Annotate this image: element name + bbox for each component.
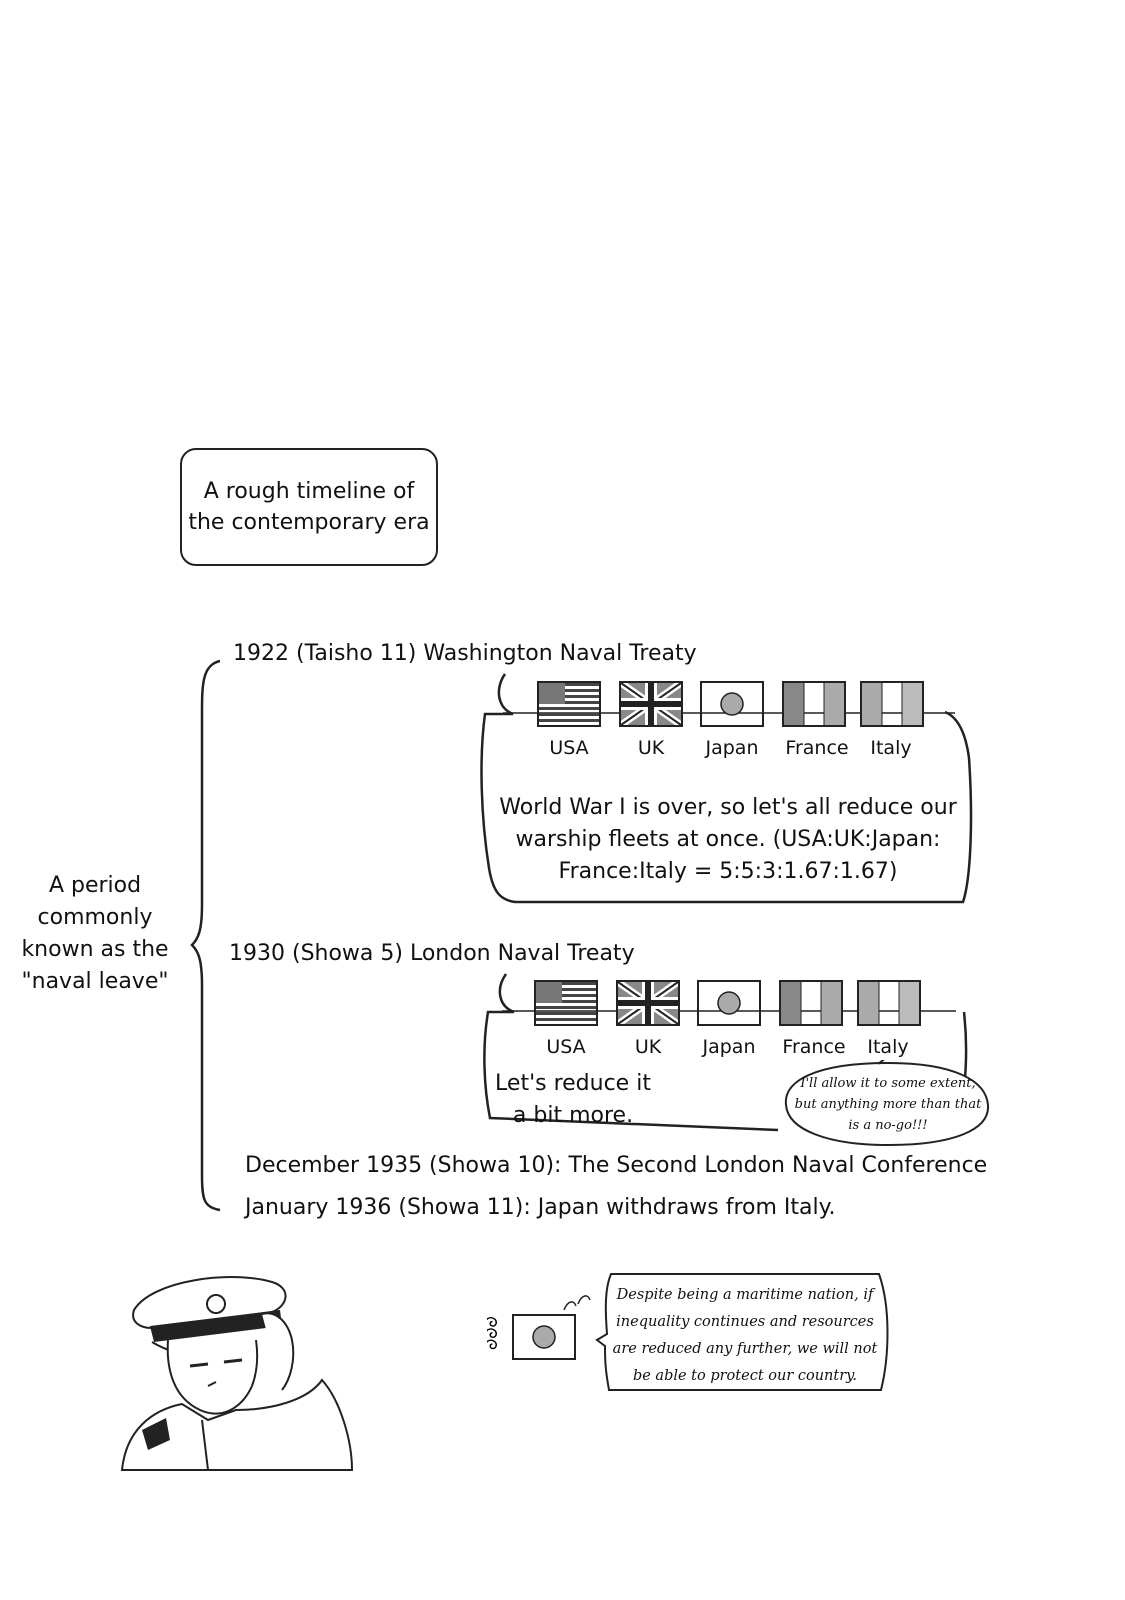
japan-label: Japan <box>705 737 759 759</box>
japan-flag-icon <box>512 1314 576 1360</box>
usa-label: USA <box>549 737 589 759</box>
title-line-1: A rough timeline of <box>203 479 415 504</box>
period-line-3: known as the <box>21 937 169 962</box>
sweat-marks: ᘐᘐᘐ <box>482 1300 587 1375</box>
uk-label: UK <box>634 1036 662 1058</box>
bubble2-line-1: Let's reduce it <box>495 1071 651 1096</box>
italy-flag-icon <box>860 681 924 727</box>
bubble1-line-1: World War I is over, so let's all reduce… <box>499 795 957 820</box>
bubble-1922-text: World War I is over, so let's all reduce… <box>478 792 978 888</box>
japan-bubble-line-4: be able to protect our country. <box>632 1368 858 1384</box>
japan-label: Japan <box>702 1036 756 1058</box>
usa-flag-icon <box>534 980 598 1026</box>
title-line-2: the contemporary era <box>188 510 430 535</box>
title-box: A rough timeline of the contemporary era <box>180 448 438 566</box>
event-1922: 1922 (Taisho 11) Washington Naval Treaty <box>233 641 697 666</box>
usa-label: USA <box>546 1036 586 1058</box>
flags-row-1922: USA UK Japan France Italy <box>537 680 937 781</box>
italy-label: Italy <box>870 737 912 759</box>
japan-flag-icon <box>697 980 761 1026</box>
france-flag-icon <box>782 681 846 727</box>
period-line-2: commonly <box>37 905 153 930</box>
japan-bubble-line-2: inequality continues and resources <box>616 1314 874 1330</box>
bubble2-line-2: a bit more. <box>512 1103 634 1128</box>
event-1936: January 1936 (Showa 11): Japan withdraws… <box>245 1195 836 1220</box>
period-line-4: "naval leave" <box>21 969 169 994</box>
uk-flag-icon <box>615 979 681 1027</box>
japan-bubble-text: Despite being a maritime nation, if ineq… <box>600 1282 890 1390</box>
japan-speech-bubble-outline <box>595 1273 889 1391</box>
naval-officer-illustration <box>120 1276 354 1471</box>
france-label: France <box>785 737 849 759</box>
flags-row-1930: USA UK Japan France Italy <box>534 979 934 1080</box>
uk-flag-icon <box>618 680 684 728</box>
japan-flag-icon <box>700 681 764 727</box>
france-label: France <box>782 1036 846 1058</box>
uk-label: UK <box>637 737 665 759</box>
italy-speech-bubble-outline <box>784 1060 990 1147</box>
italy-bubble-line-2: but anything more than that <box>794 1097 982 1112</box>
italy-bubble-line-1: I'll allow it to some extent, <box>800 1076 976 1091</box>
italy-bubble-line-3: is a no-go!!! <box>848 1118 928 1133</box>
bubble-1930-text: Let's reduce it a bit more. <box>488 1068 658 1132</box>
japan-bubble-line-1: Despite being a maritime nation, if <box>616 1287 874 1303</box>
curly-brace-icon <box>190 659 221 1212</box>
bubble1-line-3: France:Italy = 5:5:3:1.67:1.67) <box>558 859 898 884</box>
svg-text:ᘐᘐᘐ: ᘐᘐᘐ <box>487 1316 501 1350</box>
event-1935: December 1935 (Showa 10): The Second Lon… <box>245 1153 988 1178</box>
italy-bubble-text: I'll allow it to some extent, but anythi… <box>778 1073 998 1136</box>
usa-flag-icon <box>537 681 601 727</box>
france-flag-icon <box>779 980 843 1026</box>
period-label: A period commonly known as the "naval le… <box>20 870 170 998</box>
event-1930: 1930 (Showa 5) London Naval Treaty <box>229 941 635 966</box>
period-line-1: A period <box>48 873 142 898</box>
italy-flag-icon <box>857 980 921 1026</box>
worry-lines-icon <box>563 1295 591 1311</box>
italy-label: Italy <box>867 1036 909 1058</box>
japan-bubble-line-3: are reduced any further, we will not <box>612 1341 878 1357</box>
bubble1-line-2: warship fleets at once. (USA:UK:Japan: <box>515 827 941 852</box>
